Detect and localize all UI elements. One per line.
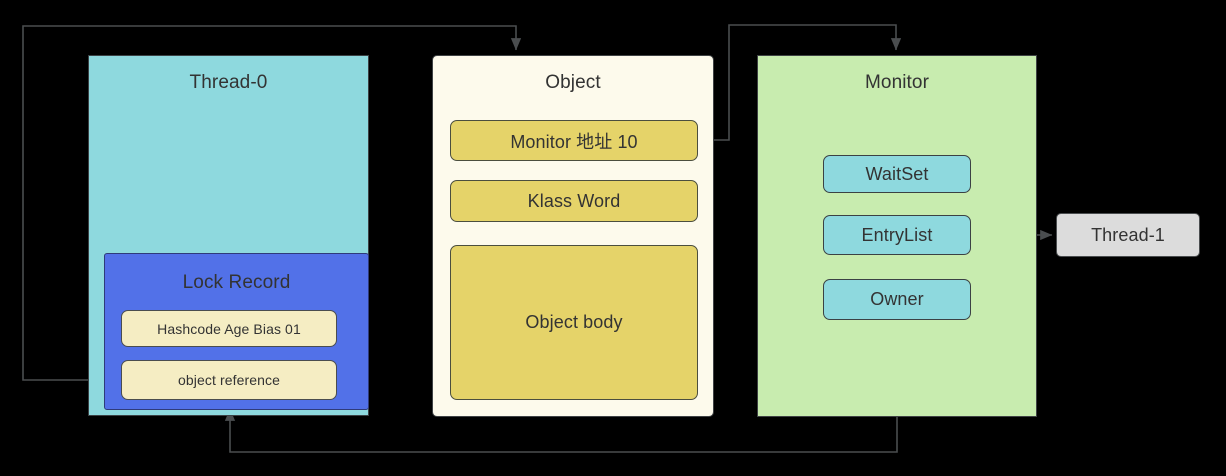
lock-record-slot-hashcode[interactable]: Hashcode Age Bias 01 <box>121 310 337 347</box>
object-label: Object <box>545 72 601 93</box>
thread1-label: Thread-1 <box>1091 224 1165 245</box>
lock-record-label: Lock Record <box>182 272 291 293</box>
monitor-label: Monitor <box>864 72 930 93</box>
monitor-slot-owner[interactable]: Owner <box>823 279 971 320</box>
monitor-slot-entrylist[interactable]: EntryList <box>823 215 971 255</box>
object-slot-monitor-address[interactable]: Monitor 地址 10 <box>450 120 698 161</box>
lock-record-slot-object-reference-label: object reference <box>178 372 280 388</box>
monitor-slot-owner-label: Owner <box>870 289 924 309</box>
object-slot-monitor-address-label: Monitor 地址 10 <box>510 131 638 152</box>
object-slot-object-body[interactable]: Object body <box>450 245 698 400</box>
object-slot-object-body-label: Object body <box>525 312 623 332</box>
object-slot-klass-word[interactable]: Klass Word <box>450 180 698 222</box>
thread0-label: Thread-0 <box>189 72 268 93</box>
monitor-slot-waitset-label: WaitSet <box>865 163 929 184</box>
monitor-slot-entrylist-label: EntryList <box>861 224 933 245</box>
thread1-box[interactable]: Thread-1 <box>1056 213 1200 257</box>
object-slot-klass-word-label: Klass Word <box>527 190 621 211</box>
lock-record-slot-hashcode-label: Hashcode Age Bias 01 <box>157 320 301 337</box>
monitor-slot-waitset[interactable]: WaitSet <box>823 155 971 193</box>
lock-record-slot-object-reference[interactable]: object reference <box>121 360 337 400</box>
